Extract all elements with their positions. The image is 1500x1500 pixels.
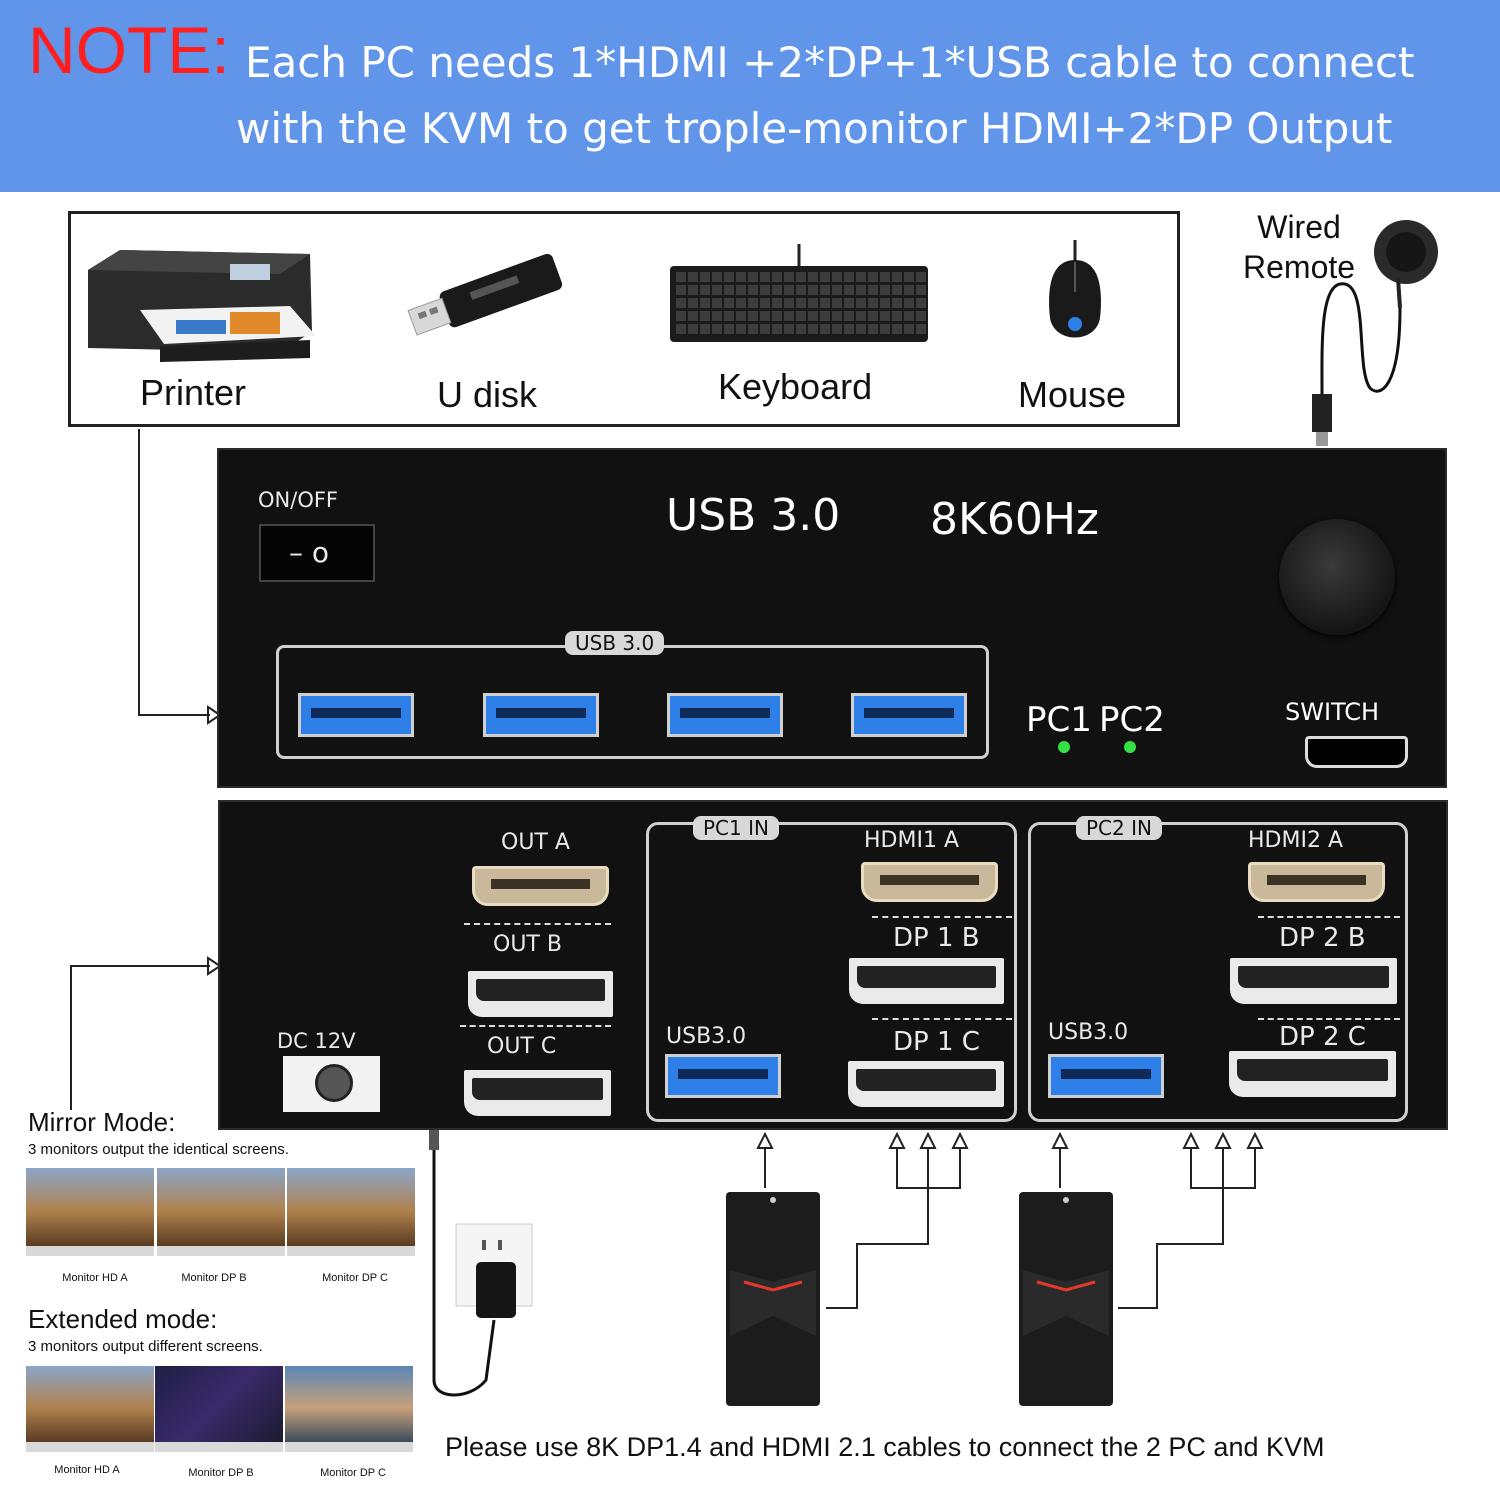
mirror-monitor-2-screen <box>157 1168 285 1246</box>
spec-resolution-label: 8K60Hz <box>930 494 1099 545</box>
switch-knob[interactable] <box>1279 519 1395 635</box>
dp1b-label: DP 1 B <box>893 923 980 953</box>
pc2-led <box>1124 741 1136 753</box>
u-disk-label: U disk <box>437 374 537 416</box>
usb-drive-icon <box>402 246 577 346</box>
front-usb-port-3[interactable] <box>667 693 783 737</box>
dp1b-port[interactable] <box>849 958 1004 1004</box>
extended-monitor-2-label: Monitor DP B <box>156 1467 286 1479</box>
hdmi2a-label: HDMI2 A <box>1248 828 1343 853</box>
mirror-monitor-1-label: Monitor HD A <box>30 1272 160 1284</box>
dp2c-port[interactable] <box>1229 1051 1396 1097</box>
monitor-bezel <box>26 1246 154 1256</box>
extended-monitor-3-screen <box>285 1366 413 1442</box>
divider <box>1258 1018 1400 1020</box>
divider <box>1258 916 1400 918</box>
mirror-mode-title: Mirror Mode: <box>28 1107 175 1138</box>
front-usb-port-2[interactable] <box>483 693 599 737</box>
remote-port[interactable] <box>1305 736 1408 768</box>
extended-mode-desc: 3 monitors output different screens. <box>28 1338 263 1355</box>
out-c-label: OUT C <box>487 1034 556 1059</box>
power-switch-symbols: – o <box>289 536 329 569</box>
pc1-usb-port[interactable] <box>665 1054 781 1098</box>
monitor-bezel <box>157 1246 285 1256</box>
pc1-in-label: PC1 IN <box>693 816 779 840</box>
switch-label: SWITCH <box>1285 698 1379 726</box>
mirror-monitor-1-screen <box>26 1168 154 1246</box>
mirror-monitor-3-screen <box>287 1168 415 1246</box>
usb-group-label: USB 3.0 <box>565 631 664 655</box>
pc1-tower-icon <box>724 1186 822 1408</box>
dp2b-port[interactable] <box>1230 958 1397 1004</box>
hdmi1a-label: HDMI1 A <box>864 828 959 853</box>
printer-icon <box>80 240 320 365</box>
monitor-bezel <box>155 1442 283 1452</box>
pc2-usb-port[interactable] <box>1048 1054 1164 1098</box>
pc2-in-label: PC2 IN <box>1076 816 1162 840</box>
pc1-label: PC1 <box>1026 700 1092 740</box>
note-line-2: with the KVM to get trople-monitor HDMI+… <box>236 104 1392 153</box>
mouse-icon <box>1042 240 1108 355</box>
hdmi2a-port[interactable] <box>1248 862 1385 902</box>
wired-remote-icon <box>1300 218 1450 450</box>
extended-monitor-1-label: Monitor HD A <box>22 1464 152 1476</box>
cable-requirement-note: Please use 8K DP1.4 and HDMI 2.1 cables … <box>445 1432 1325 1463</box>
keyboard-label: Keyboard <box>718 366 872 408</box>
mirror-monitor-3-label: Monitor DP C <box>290 1272 420 1284</box>
note-line-1: Each PC needs 1*HDMI +2*DP+1*USB cable t… <box>245 38 1415 87</box>
power-switch[interactable]: – o <box>259 524 375 582</box>
dp1c-label: DP 1 C <box>893 1027 980 1057</box>
extended-monitor-2-screen <box>155 1366 283 1442</box>
mirror-monitor-2-label: Monitor DP B <box>149 1272 279 1284</box>
divider <box>872 1018 1012 1020</box>
extended-monitor-3-label: Monitor DP C <box>288 1467 418 1479</box>
monitor-bezel <box>26 1442 154 1452</box>
mouse-label: Mouse <box>1018 374 1126 416</box>
power-outlet-icon <box>452 1222 536 1322</box>
out-c-dp-port[interactable] <box>464 1070 611 1116</box>
pc1-usb3-label: USB3.0 <box>666 1024 746 1049</box>
out-b-label: OUT B <box>493 932 562 957</box>
out-a-label: OUT A <box>501 830 570 855</box>
pc2-label: PC2 <box>1099 700 1165 740</box>
divider <box>872 916 1012 918</box>
monitor-bezel <box>287 1246 415 1256</box>
divider <box>460 1025 611 1027</box>
out-a-hdmi-port[interactable] <box>472 866 609 906</box>
monitor-bezel <box>285 1442 413 1452</box>
hdmi1a-port[interactable] <box>861 862 998 902</box>
dp1c-port[interactable] <box>848 1061 1004 1107</box>
mirror-mode-desc: 3 monitors output the identical screens. <box>28 1141 289 1158</box>
pc2-tower-icon <box>1017 1186 1115 1408</box>
out-b-dp-port[interactable] <box>468 971 613 1017</box>
printer-label: Printer <box>140 372 246 414</box>
pc1-led <box>1058 741 1070 753</box>
power-label: ON/OFF <box>258 488 338 512</box>
dc-jack[interactable] <box>283 1056 380 1112</box>
extended-monitor-1-screen <box>26 1366 154 1442</box>
dp2b-label: DP 2 B <box>1279 923 1366 953</box>
dc-label: DC 12V <box>277 1029 356 1053</box>
front-usb-port-1[interactable] <box>298 693 414 737</box>
spec-usb-label: USB 3.0 <box>666 490 840 541</box>
front-usb-port-4[interactable] <box>851 693 967 737</box>
pc2-usb3-label: USB3.0 <box>1048 1020 1128 1045</box>
keyboard-icon <box>668 244 930 344</box>
note-label: NOTE: <box>28 12 230 88</box>
divider <box>464 923 611 925</box>
dp2c-label: DP 2 C <box>1279 1022 1366 1052</box>
extended-mode-title: Extended mode: <box>28 1304 217 1335</box>
